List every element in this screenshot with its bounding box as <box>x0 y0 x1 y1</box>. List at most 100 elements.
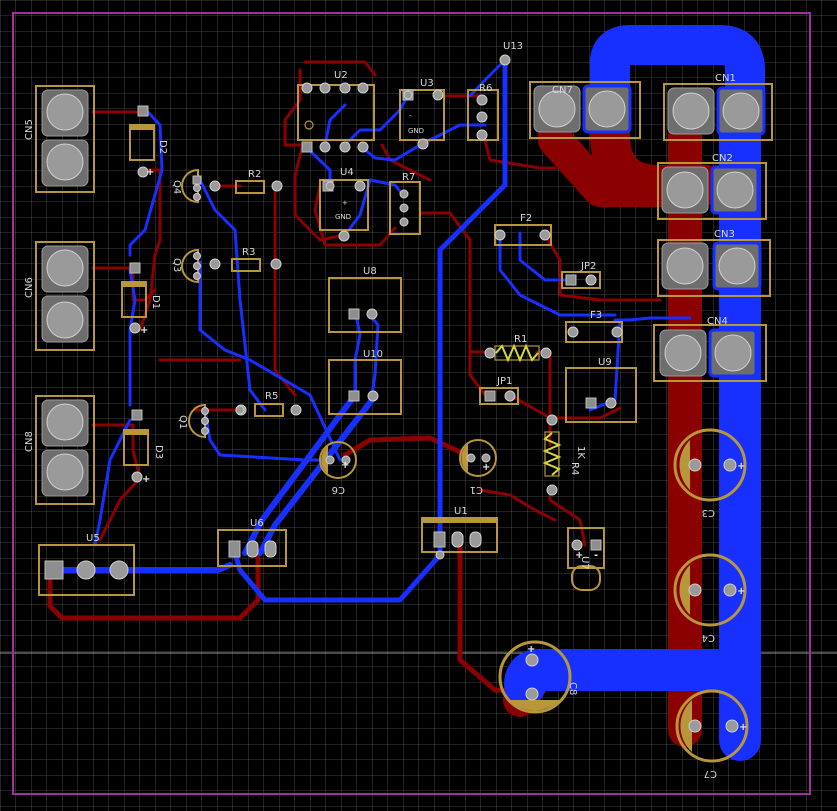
transistor-q4[interactable]: Q4 <box>171 168 202 204</box>
capacitor-c8[interactable]: + C8 <box>498 640 578 714</box>
regulator-u5[interactable]: U5 <box>38 533 135 596</box>
connector-cn7[interactable]: CN7 <box>529 81 641 139</box>
resistor-r1[interactable]: R1 <box>484 334 552 363</box>
r2-label: R2 <box>248 169 261 180</box>
r6-label: R6 <box>479 83 492 94</box>
diode-d3[interactable]: + D3 <box>123 409 164 485</box>
d3-plus: + <box>142 474 150 485</box>
diode-d2[interactable]: + D2 <box>129 105 168 178</box>
ic-u9[interactable]: U9 <box>565 357 637 423</box>
ic-u2[interactable]: U2 <box>297 70 375 153</box>
vias <box>235 90 445 560</box>
u5-label: U5 <box>86 533 100 544</box>
q4-label: Q4 <box>171 180 182 194</box>
u10-label: U10 <box>363 349 383 360</box>
regulator-u6[interactable]: U6 <box>217 518 287 567</box>
r4-value: 1K <box>575 446 586 459</box>
r5-label: R5 <box>265 391 278 402</box>
u3-label: U3 <box>420 78 434 89</box>
c3-label: C3 <box>702 507 715 518</box>
diode-d1[interactable]: + D1 <box>121 262 161 336</box>
connector-cn1[interactable]: CN1 <box>663 73 773 141</box>
top-copper-layer <box>52 25 765 761</box>
f3-label: F3 <box>590 310 602 321</box>
d2-plus: + <box>146 167 154 178</box>
capacitor-c4[interactable]: + C4 <box>673 553 747 643</box>
r4-label: R4 <box>569 462 580 475</box>
transistor-q3[interactable]: Q3 <box>171 248 201 284</box>
jp2-label: JP2 <box>580 261 596 272</box>
d3-label: D3 <box>153 445 164 459</box>
led-u7[interactable]: + - U7 <box>567 527 605 591</box>
board-outline <box>12 12 811 795</box>
jumper-jp2[interactable]: JP2 <box>561 261 601 289</box>
cn2-label: CN2 <box>712 153 733 164</box>
d2-label: D2 <box>157 140 168 154</box>
capacitor-c3[interactable]: + C3 <box>673 428 747 518</box>
connector-cn6[interactable]: CN6 <box>24 241 95 351</box>
resistor-r4[interactable]: R4 1K <box>542 414 586 496</box>
cn6-label: CN6 <box>24 277 35 298</box>
resistor-r3[interactable]: R3 <box>209 247 282 272</box>
resistor-r2[interactable]: R2 <box>209 169 283 194</box>
cn8-label: CN8 <box>24 431 35 452</box>
c7-plus: + <box>739 722 747 733</box>
fuse-f3[interactable]: F3 <box>565 310 623 343</box>
cn1-label: CN1 <box>715 73 736 84</box>
connector-cn5[interactable]: CN5 <box>24 85 95 193</box>
q1-label: Q1 <box>177 415 188 429</box>
cn4-label: CN4 <box>707 316 728 327</box>
capacitor-c1[interactable]: + C1 <box>459 439 497 495</box>
r7-label: R7 <box>402 172 415 183</box>
capacitor-c6[interactable]: + C6 <box>319 441 357 495</box>
u4-plus: + <box>342 199 348 207</box>
c7-label: C7 <box>704 768 717 779</box>
u7-plus: + <box>575 550 583 561</box>
regulator-u1[interactable]: U1 <box>421 506 498 553</box>
u13-label: U13 <box>503 41 523 52</box>
cn5-label: CN5 <box>24 119 35 140</box>
u7-minus: - <box>594 550 598 561</box>
connector-cn8[interactable]: CN8 <box>24 395 95 505</box>
r1-label: R1 <box>514 334 527 345</box>
c6-plus: + <box>341 460 349 471</box>
u1-label: U1 <box>454 506 468 517</box>
u7-label: U7 <box>579 556 590 570</box>
c6-label: C6 <box>332 484 345 495</box>
u3-gnd: GND <box>408 127 424 135</box>
fuse-f2[interactable]: F2 <box>494 213 552 246</box>
transistor-q1[interactable]: Q1 <box>177 403 209 439</box>
u9-label: U9 <box>598 357 612 368</box>
u8-label: U8 <box>363 266 377 277</box>
c4-plus: + <box>737 586 745 597</box>
cn3-label: CN3 <box>714 229 735 240</box>
connector-cn2[interactable]: CN2 <box>657 153 767 220</box>
d1-plus: + <box>140 325 148 336</box>
d1-label: D1 <box>150 295 161 309</box>
u2-label: U2 <box>334 70 348 81</box>
c1-label: C1 <box>470 484 483 495</box>
capacitor-c7[interactable]: + C7 <box>675 689 749 779</box>
q3-label: Q3 <box>171 258 182 272</box>
c4-label: C4 <box>702 632 715 643</box>
u4-gnd: GND <box>335 213 351 221</box>
connector-cn4[interactable]: CN4 <box>653 316 767 382</box>
f2-label: F2 <box>520 213 532 224</box>
c8-label: C8 <box>567 682 578 695</box>
u3-minus: - <box>409 112 412 120</box>
jp1-label: JP1 <box>496 376 512 387</box>
via-u13[interactable]: U13 <box>499 41 523 66</box>
c1-plus: + <box>482 462 490 473</box>
cn7-label: CN7 <box>552 85 573 96</box>
r3-label: R3 <box>242 247 255 258</box>
connector-cn3[interactable]: CN3 <box>657 229 771 297</box>
ic-u8[interactable]: U8 <box>328 266 402 333</box>
jumper-jp1[interactable]: JP1 <box>479 376 519 405</box>
trimmer-r6[interactable]: R6 <box>467 83 499 141</box>
u6-label: U6 <box>250 518 264 529</box>
c3-plus: + <box>737 461 745 472</box>
trimmer-r7[interactable]: R7 <box>389 172 421 235</box>
ic-u10[interactable]: U10 <box>328 349 402 415</box>
c8-plus: + <box>527 644 535 655</box>
